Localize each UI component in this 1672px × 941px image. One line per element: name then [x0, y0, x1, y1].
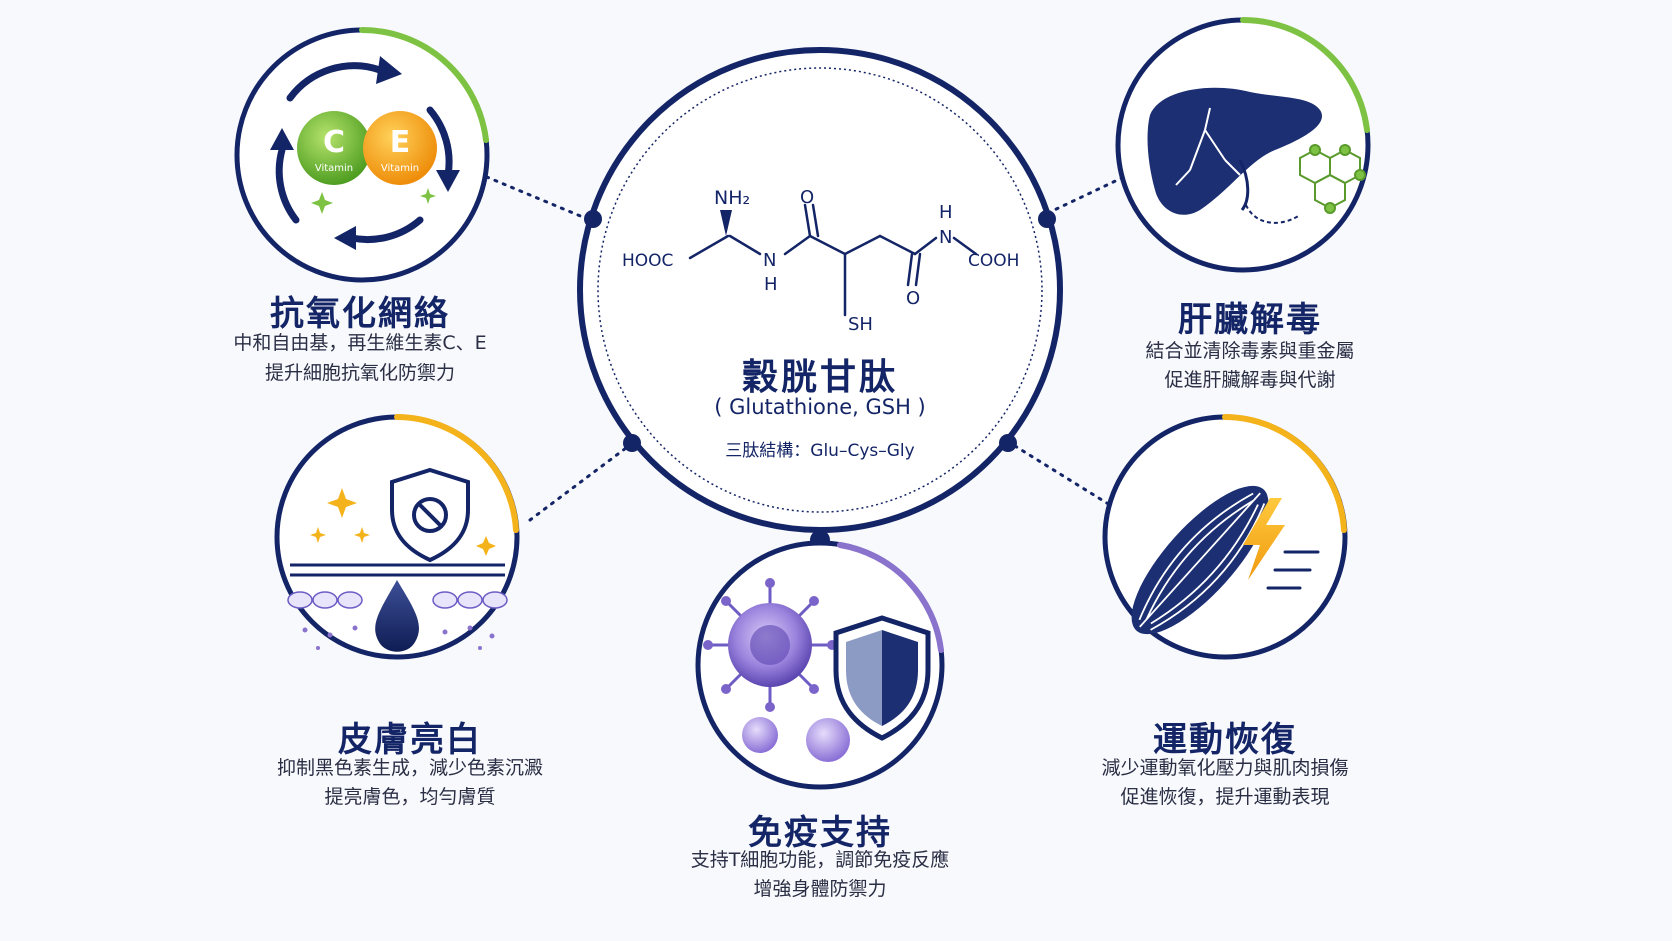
immune-desc-line1: 支持T細胞功能，調節免疫反應: [690, 849, 950, 871]
svg-text:Vitamin: Vitamin: [381, 163, 419, 174]
vitamin-e-icon: [363, 111, 437, 185]
center-inner-ring: [597, 67, 1043, 513]
sparkle-icon: [310, 527, 326, 543]
connector-antioxidant: [468, 168, 592, 222]
node-dot-top-right: [1038, 210, 1056, 228]
center-hub: NH₂ HOOC N H O SH O H N COOH: [577, 47, 1063, 550]
atom-sh: SH: [848, 314, 873, 335]
connector-liver: [1046, 173, 1130, 215]
liver-desc-line1: 結合並清除毒素與重金屬: [1145, 340, 1355, 362]
exercise-desc-line2: 促進恢復，提升運動表現: [1120, 786, 1330, 808]
connectors: [468, 168, 1130, 522]
atom-h-right: H: [939, 202, 953, 223]
accent-arc-green: [359, 27, 489, 143]
center-structure-label: 三肽結構：Glu–Cys–Gly: [725, 441, 915, 461]
muscle-icon: [1131, 485, 1269, 635]
molecule-structure: [688, 203, 978, 317]
svg-text:Vitamin: Vitamin: [315, 163, 353, 174]
virus-icon: [703, 578, 837, 712]
atom-n-left: N: [763, 250, 776, 271]
atom-o-top: O: [800, 187, 814, 208]
skin-desc-line2: 提亮膚色，均勻膚質: [324, 786, 496, 808]
accent-arc-green: [1240, 17, 1370, 133]
skin-cells-layer: [287, 591, 508, 609]
atom-h-left: H: [764, 274, 778, 295]
immune-cell-icon: [742, 717, 778, 753]
immune-icon-group: [695, 540, 945, 790]
antioxidant-desc-line2: 提升細胞抗氧化防禦力: [264, 362, 455, 384]
atom-n-right: N: [939, 227, 952, 248]
atom-nh2: NH₂: [714, 187, 750, 209]
node-dot-bottom-left: [623, 434, 641, 452]
antioxidant-title: 抗氧化網絡: [270, 294, 450, 334]
exercise-desc-line1: 減少運動氧化壓力與肌肉損傷: [1101, 757, 1349, 779]
atom-o-bottom: O: [906, 288, 920, 309]
exercise-title: 運動恢復: [1153, 720, 1297, 760]
svg-text:C: C: [323, 125, 345, 160]
atom-hooc: HOOC: [622, 251, 673, 271]
skin-title: 皮膚亮白: [338, 720, 482, 760]
melanin-drop-icon: [375, 580, 419, 652]
connector-skin: [528, 443, 632, 522]
connector-exercise: [1013, 444, 1112, 507]
node-dot-top-left: [584, 210, 602, 228]
immune-title: 免疫支持: [748, 813, 892, 853]
svg-text:E: E: [390, 125, 411, 160]
sparkle-icon: [327, 488, 357, 518]
antioxidant-icon-group: C Vitamin E Vitamin: [234, 27, 490, 283]
recycle-arrows-icon: [275, 62, 453, 244]
accent-arc-yellow: [394, 414, 519, 533]
liver-title: 肝臟解毒: [1178, 300, 1322, 340]
liver-icon-group: [1115, 17, 1371, 273]
liver-icon: [1147, 87, 1322, 215]
exercise-icon-group: [1102, 414, 1348, 660]
wedge-bond: [720, 210, 732, 236]
sparkle-icon: [476, 536, 496, 556]
center-english-name: ( Glutathione, GSH ): [714, 395, 926, 419]
antioxidant-desc-line1: 中和自由基，再生維生素C、E: [233, 332, 487, 354]
skin-desc-line1: 抑制黑色素生成，減少色素沉澱: [276, 757, 543, 779]
accent-arc-yellow: [1222, 414, 1347, 533]
sparkle-icon: [420, 188, 436, 204]
sparkle-icon: [354, 527, 370, 543]
immune-desc-line2: 增強身體防禦力: [753, 878, 887, 900]
atom-cooh: COOH: [968, 251, 1019, 271]
node-dot-bottom-right: [999, 434, 1017, 452]
molecule-hex-icon: [1299, 144, 1366, 214]
accent-arc-purple: [837, 542, 944, 653]
lightning-bolt-icon: [1243, 498, 1285, 580]
center-title: 穀胱甘肽: [741, 357, 898, 398]
vitamin-c-icon: [297, 111, 371, 185]
immune-cell-icon: [806, 718, 850, 762]
sparkle-icon: [311, 192, 333, 214]
skin-icon-group: [274, 414, 520, 660]
liver-desc-line2: 促進肝臟解毒與代謝: [1164, 369, 1336, 391]
